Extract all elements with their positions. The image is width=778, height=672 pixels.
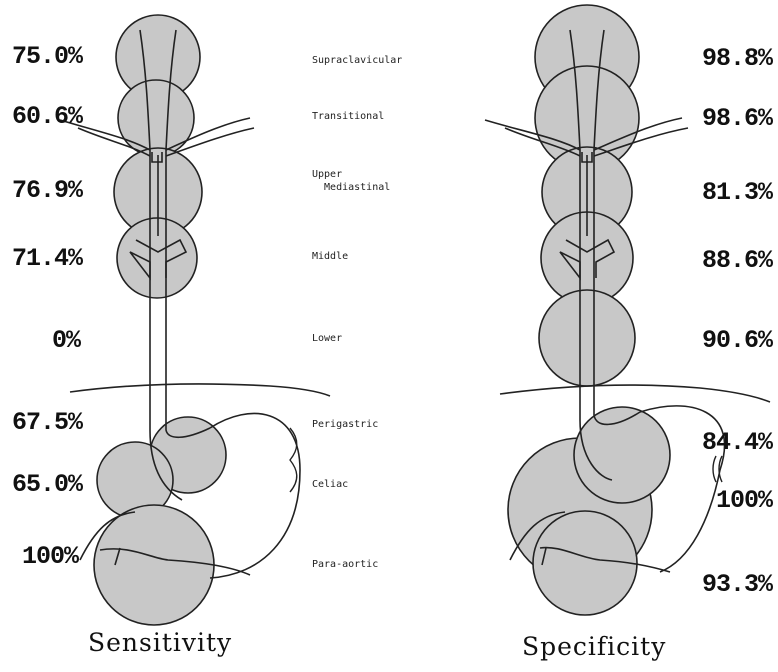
sensitivity-transitional-value: 60.6% (12, 102, 82, 131)
specificity-celiac-value: 100% (716, 486, 772, 515)
region-label-upper-mediastinal: Upper Mediastinal (312, 168, 390, 194)
sensitivity-perigastric-value: 67.5% (12, 408, 82, 437)
sensitivity-celiac-value: 65.0% (12, 470, 82, 499)
specificity-lower-value: 90.6% (702, 326, 772, 355)
specificity-transitional-value: 98.6% (702, 104, 772, 133)
sensitivity-para-aortic-value: 100% (22, 542, 78, 571)
region-label-middle: Middle (312, 250, 348, 263)
sensitivity-middle-value: 71.4% (12, 244, 82, 273)
node-circle-middle (117, 218, 197, 298)
region-label-perigastric: Perigastric (312, 418, 378, 431)
region-label-lower: Lower (312, 332, 342, 345)
region-label-celiac: Celiac (312, 478, 348, 491)
sensitivity-lower-value: 0% (52, 326, 80, 355)
specificity-figure (508, 5, 670, 615)
region-label-transitional: Transitional (312, 110, 384, 123)
specificity-para-aortic-value: 93.3% (702, 570, 772, 599)
node-circle-para-aortic (533, 511, 637, 615)
sensitivity-upper-mediastinal-value: 76.9% (12, 176, 82, 205)
sensitivity-figure (94, 15, 226, 625)
sensitivity-caption: Sensitivity (88, 628, 232, 657)
region-label-supraclavicular: Supraclavicular (312, 54, 402, 67)
node-circle-para-aortic (94, 505, 214, 625)
specificity-middle-value: 88.6% (702, 246, 772, 275)
node-circle-transitional (118, 80, 194, 156)
specificity-upper-mediastinal-value: 81.3% (702, 178, 772, 207)
specificity-supraclavicular-value: 98.8% (702, 44, 772, 73)
node-circle-lower (539, 290, 635, 386)
sensitivity-supraclavicular-value: 75.0% (12, 42, 82, 71)
region-label-para-aortic: Para-aortic (312, 558, 378, 571)
specificity-perigastric-value: 84.4% (702, 428, 772, 457)
specificity-caption: Specificity (522, 632, 666, 661)
